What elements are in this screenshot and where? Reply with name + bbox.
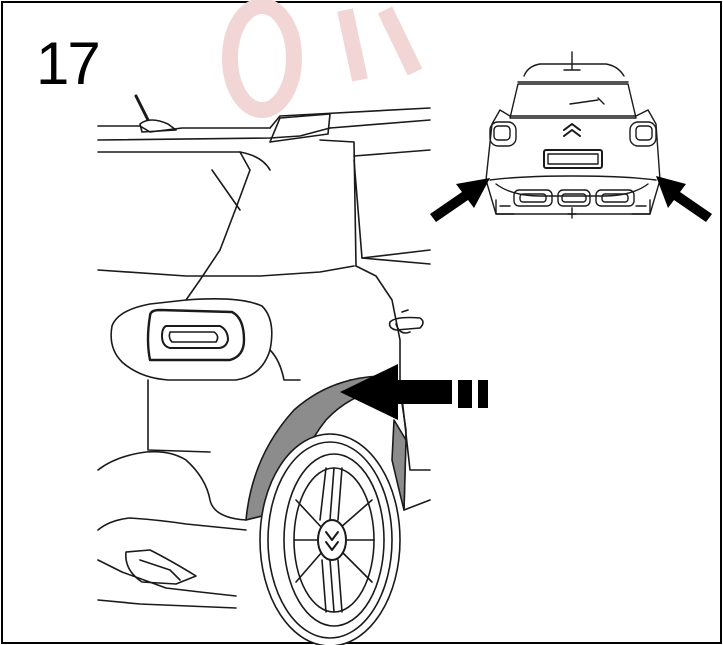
watermark [222,0,423,118]
arrow-right-icon [340,364,488,420]
car-rear-quarter-drawing [97,94,431,645]
arrow-diagonal-left-icon [656,176,712,222]
car-rear-view-inset [485,51,661,219]
step-number: 17 [36,30,101,97]
arrow-diagonal-right-icon [430,178,490,222]
